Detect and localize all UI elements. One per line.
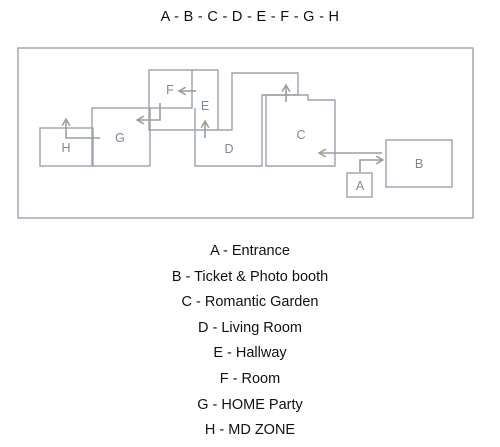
room-a-outline — [346, 172, 373, 198]
room-label-a: A — [356, 179, 365, 193]
room-g-outline — [91, 107, 151, 167]
legend-item-b: B - Ticket & Photo booth — [171, 268, 329, 285]
room-label-h: H — [61, 141, 70, 155]
legend-item-e: E - Hallway — [213, 345, 287, 362]
legend-item-g: G - HOME Party — [197, 396, 303, 413]
arrow-g-to-h — [61, 117, 100, 139]
arrow-f-to-g — [135, 103, 161, 125]
legend-item-h: H - MD ZONE — [204, 422, 296, 439]
room-legend: A - Entrance B - Ticket & Photo booth C … — [0, 239, 500, 444]
room-label-g: G — [115, 131, 125, 145]
room-d-outline — [194, 72, 299, 167]
floor-plan: H G F E D C A B — [17, 47, 474, 219]
legend-item-f: F - Room — [219, 370, 281, 387]
legend-item-c: C - Romantic Garden — [181, 294, 319, 311]
room-b-outline — [385, 139, 453, 188]
room-label-b: B — [415, 157, 423, 171]
room-label-f: F — [166, 83, 174, 97]
room-label-c: C — [296, 128, 305, 142]
legend-item-d: D - Living Room — [198, 319, 302, 336]
room-label-d: D — [224, 142, 233, 156]
room-label-e: E — [201, 99, 209, 113]
legend-item-a: A - Entrance — [210, 243, 290, 259]
room-f-outline — [148, 69, 193, 109]
venue-outline — [17, 47, 474, 219]
arrow-a-to-b — [359, 155, 385, 172]
visit-sequence: A - B - C - D - E - F - G - H — [160, 9, 340, 25]
room-c-outline — [265, 94, 336, 167]
